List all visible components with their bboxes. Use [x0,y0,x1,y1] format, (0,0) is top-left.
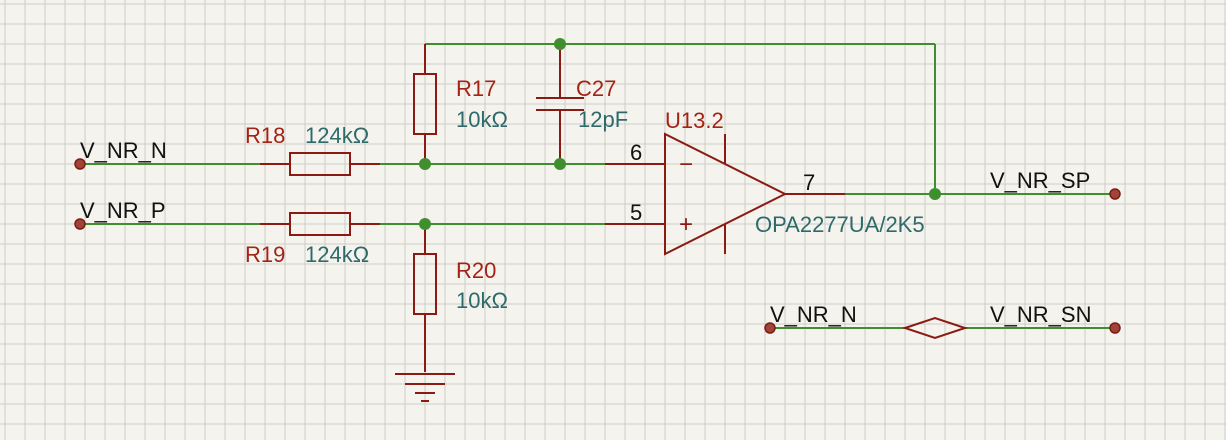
junction-dot [554,158,566,170]
ref-r18: R18 [245,123,285,148]
junction-dot [554,38,566,50]
port-dot-v-nr-sn[interactable] [1109,322,1121,334]
opamp-pin-labels: 6 5 7 [630,140,815,225]
designators: R18 R19 R17 R20 C27 U13.2 [245,76,724,283]
resistor-r19[interactable] [260,212,380,236]
junction-dot [929,188,941,200]
component-values: 124kΩ 124kΩ 10kΩ 10kΩ 12pF OPA2277UA/2K5 [305,107,925,313]
net-label-v-nr-n-alias[interactable]: V_NR_N [770,302,857,327]
junction-dot [419,158,431,170]
net-label-v-nr-p[interactable]: V_NR_P [80,198,166,223]
net-label-v-nr-sp[interactable]: V_NR_SP [990,168,1090,193]
opamp-signs: − + [679,151,693,238]
part-number-u13: OPA2277UA/2K5 [755,212,925,237]
value-c27: 12pF [578,107,628,132]
ground-symbol[interactable] [395,373,455,402]
port-dot-v-nr-n[interactable] [74,158,86,170]
ref-u13: U13.2 [665,108,724,133]
capacitor-c27[interactable] [536,44,584,164]
components [260,44,969,402]
junction-dot [419,218,431,230]
value-r18: 124kΩ [305,123,369,148]
port-dot-v-nr-sp[interactable] [1109,188,1121,200]
value-r17: 10kΩ [456,107,508,132]
pin-number-5: 5 [630,200,642,225]
net-label-v-nr-n[interactable]: V_NR_N [80,138,167,163]
resistor-r18[interactable] [260,152,380,176]
port-dot-v-nr-p[interactable] [74,218,86,230]
ref-r20: R20 [456,258,496,283]
inverting-sign: − [679,151,693,178]
value-r19: 124kΩ [305,242,369,267]
ref-c27: C27 [576,76,616,101]
junctions [419,38,941,230]
ref-r19: R19 [245,242,285,267]
noninverting-sign: + [679,211,693,238]
ref-r17: R17 [456,76,496,101]
wires [80,43,1115,329]
port-endpoints [74,158,1121,334]
opamp-u13[interactable] [605,132,845,256]
pin-number-6: 6 [630,140,642,165]
value-r20: 10kΩ [456,288,508,313]
net-label-v-nr-sn[interactable]: V_NR_SN [990,302,1091,327]
port-dot-v-nr-n-alias[interactable] [764,322,776,334]
pin-number-7: 7 [803,170,815,195]
net-labels: V_NR_N V_NR_P V_NR_SP V_NR_N V_NR_SN [80,138,1091,327]
net-tie-diamond[interactable] [901,316,969,340]
